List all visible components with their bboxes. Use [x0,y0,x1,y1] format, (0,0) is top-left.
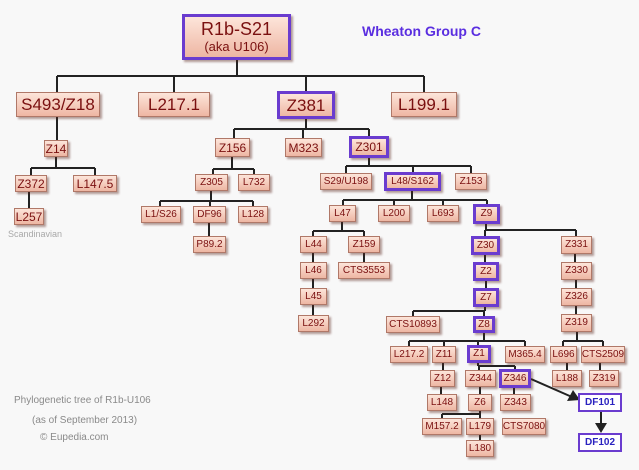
node-l200: L200 [378,205,410,222]
node-l217-2: L217.2 [390,346,428,363]
node-cts2509: CTS2509 [581,346,625,363]
node-l46: L46 [300,262,327,279]
node-l147-5: L147.5 [73,175,117,192]
node-z344: Z344 [465,370,496,387]
node-z156: Z156 [215,138,250,157]
node-l179: L179 [466,418,494,435]
node-l199-1: L199.1 [391,92,457,117]
node-l45: L45 [300,288,327,305]
node-z153: Z153 [455,173,487,190]
scandinavian-label: Scandinavian [8,229,63,239]
node-l128: L128 [238,206,268,223]
node-z159: Z159 [348,236,380,253]
node-l148: L148 [427,394,457,411]
node-z7: Z7 [473,288,499,307]
node-z9: Z9 [473,204,500,224]
node-z14: Z14 [44,140,68,157]
node-l693: L693 [427,205,459,222]
node-z326: Z326 [561,288,592,306]
node-root: R1b-S21 (aka U106) [182,14,291,60]
node-cts10893: CTS10893 [386,316,440,333]
node-z319-sub: Z319 [589,370,619,387]
root-sub-label: (aka U106) [204,38,269,54]
node-z346: Z346 [499,369,531,388]
node-s29-u198: S29/U198 [320,173,372,190]
node-z2: Z2 [473,262,499,281]
node-z6: Z6 [468,394,492,411]
node-s493-z18: S493/Z18 [16,92,100,117]
node-l44: L44 [300,236,327,253]
node-df96: DF96 [193,206,226,223]
root-main-label: R1b-S21 [200,19,273,40]
node-z372: Z372 [15,175,47,192]
node-z330: Z330 [561,262,592,280]
node-cts3553: CTS3553 [338,262,390,279]
node-z343: Z343 [500,394,531,411]
node-l732: L732 [238,174,270,191]
footnote-line-3: © Eupedia.com [40,432,109,443]
node-p89-2: P89.2 [193,236,226,253]
node-l48-s162: L48/S162 [384,172,441,191]
node-m365-4: M365.4 [505,346,545,363]
node-z319: Z319 [561,314,592,332]
node-z8: Z8 [473,316,495,333]
node-z381: Z381 [277,91,335,119]
node-l188: L188 [552,370,582,387]
node-cts7080: CTS7080 [502,418,546,435]
node-df102: DF102 [578,433,622,452]
node-z30: Z30 [471,236,500,255]
node-z11: Z11 [432,346,456,363]
node-l47: L47 [329,205,356,222]
node-m323: M323 [285,138,322,157]
node-z301: Z301 [349,136,389,158]
node-l180: L180 [466,440,494,457]
node-df101: DF101 [578,393,622,412]
node-l1-s26: L1/S26 [141,206,181,223]
node-z331: Z331 [561,236,592,254]
node-z305: Z305 [195,174,228,191]
footnote-line-2: (as of September 2013) [32,415,138,426]
node-l257: L257 [14,208,44,225]
footnote-line-1: Phylogenetic tree of R1b-U106 [14,395,151,406]
node-z12: Z12 [430,370,455,387]
node-l217-1: L217.1 [138,92,210,117]
node-l292: L292 [298,315,329,332]
node-l696: L696 [550,346,577,363]
node-m157-2: M157.2 [422,418,462,435]
node-z1: Z1 [467,345,491,363]
diagram-title: Wheaton Group C [362,23,481,39]
